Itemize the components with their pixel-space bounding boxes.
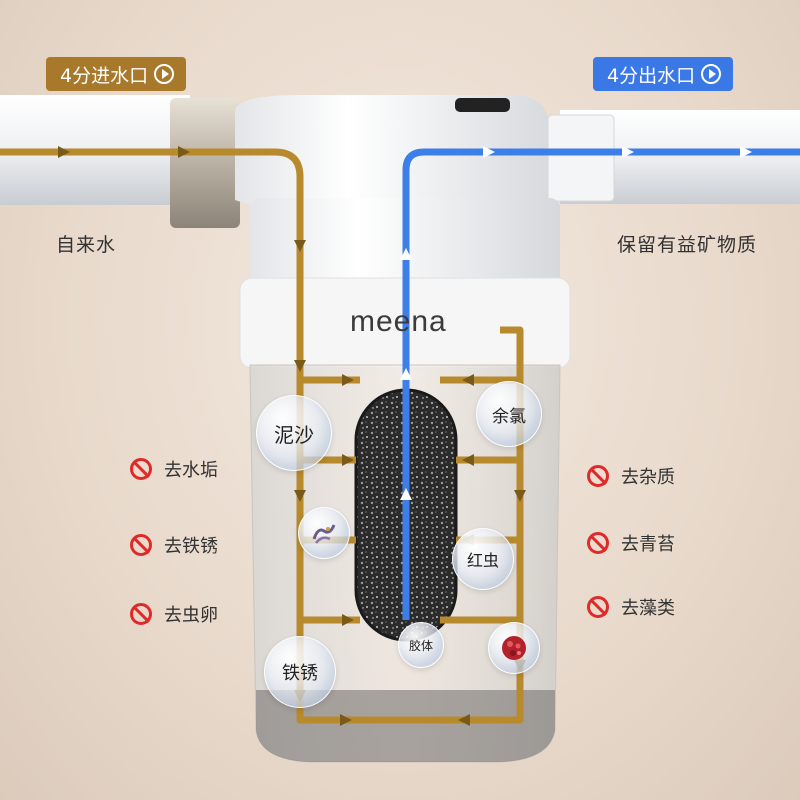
remove-label: 去虫卵 [164,605,218,626]
algae-particle-icon [488,622,540,674]
outlet-tag-label: 4分出水口 [607,64,696,87]
no-entry-icon [587,465,609,487]
red-worm-label: 红虫 [466,551,499,570]
rust-bubble: 铁锈 [264,636,336,708]
inflow-arrows [58,146,526,726]
sediment-label: 泥沙 [274,422,314,447]
remove-label: 去青苔 [621,534,675,555]
outlet-collar [547,114,615,202]
head-slot [455,98,510,112]
brand-logo: meena [350,305,447,338]
outflow-path [402,148,800,620]
tap-water-label: 自来水 [56,234,117,256]
remove-item: 去虫卵 [130,601,218,627]
chlorine-label: 余氯 [492,406,526,427]
outflow-arrows [400,146,752,500]
rust-particle-icon [298,507,350,559]
remove-item: 去铁锈 [130,532,218,558]
no-entry-icon [587,532,609,554]
red-worm-bubble: 红虫 [452,528,514,590]
outlet-tag: 4分出水口 [593,57,734,91]
inlet-tag: 4分进水口 [46,57,187,91]
no-entry-icon [130,458,152,480]
rust-label: 铁锈 [282,663,318,684]
play-circle-icon [701,64,722,84]
remove-item: 去杂质 [587,463,675,489]
play-circle-icon [154,64,175,84]
no-entry-icon [130,603,152,625]
no-entry-icon [587,596,609,618]
bowl-base [256,690,555,762]
sediment-bubble: 泥沙 [256,395,332,471]
chlorine-bubble: 余氯 [476,381,542,447]
inlet-tag-label: 4分进水口 [60,64,149,87]
colloid-bubble: 胶体 [398,622,444,668]
colloid-label: 胶体 [408,638,433,653]
remove-label: 去铁锈 [164,536,218,557]
remove-label: 去藻类 [621,598,675,619]
inlet-nut [170,98,240,228]
remove-item: 去青苔 [587,530,675,556]
remove-label: 去水垢 [164,460,218,481]
remove-label: 去杂质 [621,467,675,488]
no-entry-icon [130,534,152,556]
remove-item: 去藻类 [587,594,675,620]
remove-item: 去水垢 [130,456,218,482]
filter-head [235,95,560,220]
mineral-label: 保留有益矿物质 [617,234,758,256]
